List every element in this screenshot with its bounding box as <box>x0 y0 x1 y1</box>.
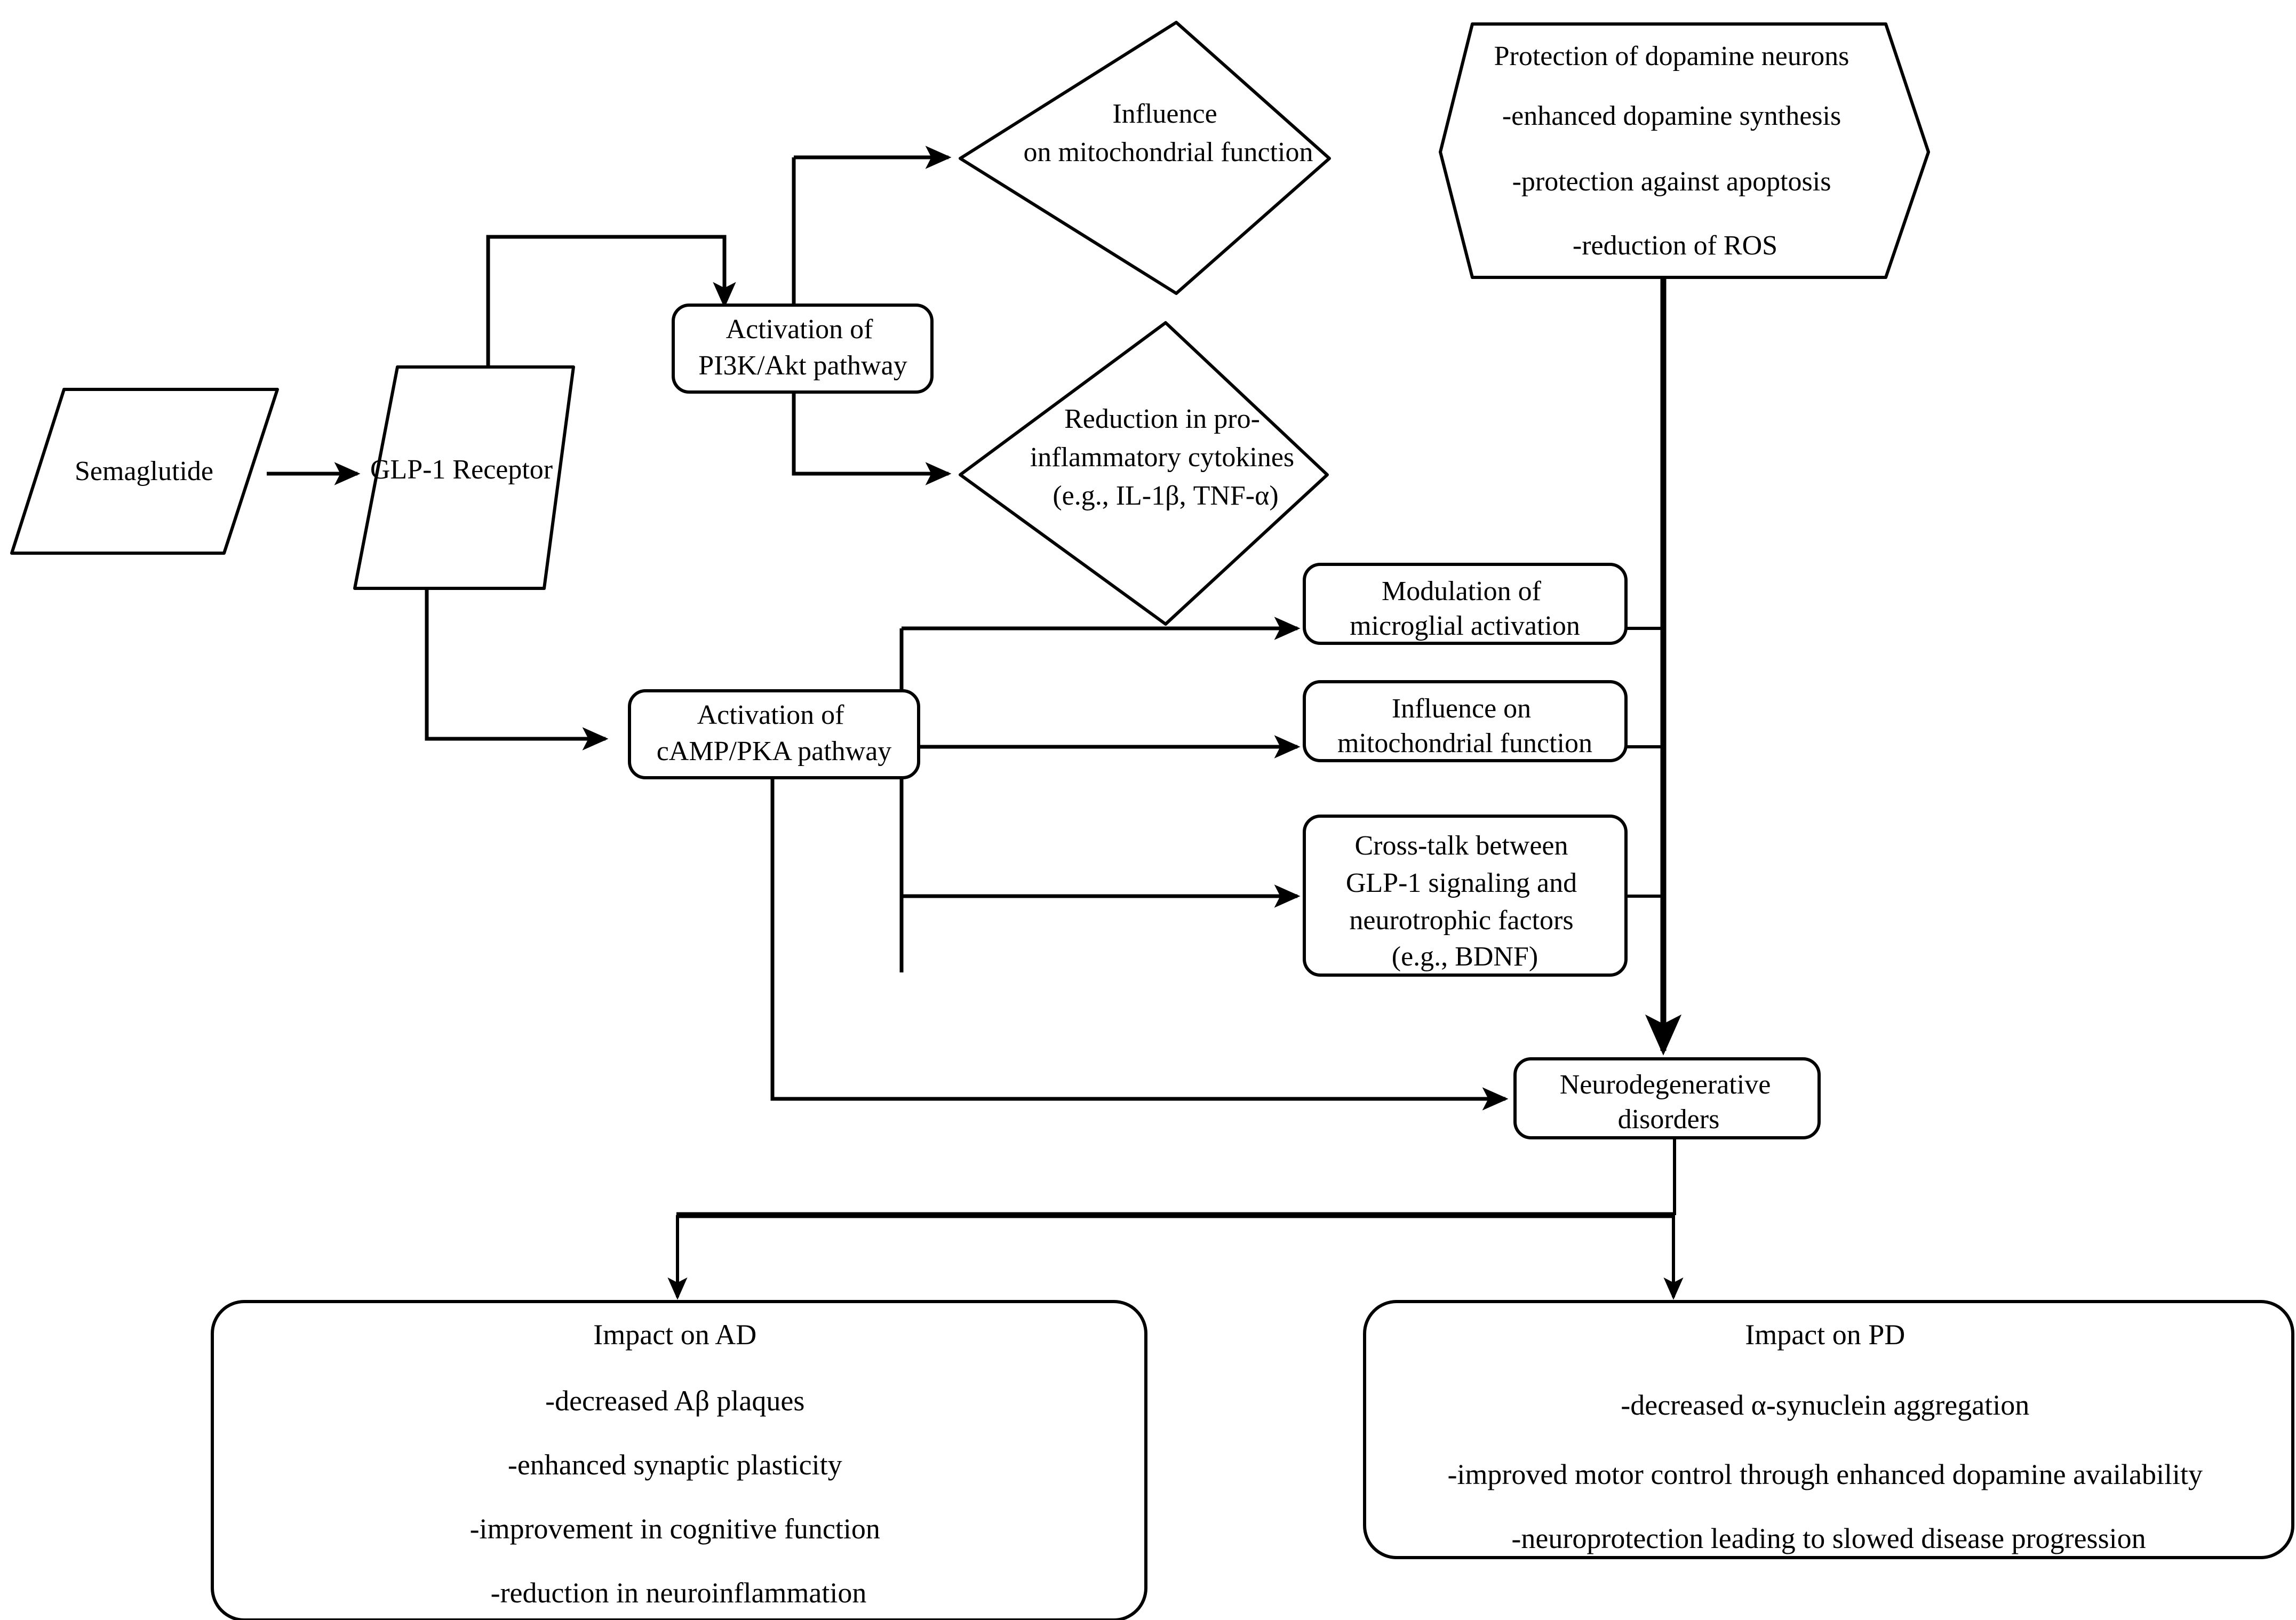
edge-camp-to-neurodegenerative <box>770 778 1509 1111</box>
node-cytokines-diamond-label: Reduction in pro- inflammatory cytokines… <box>1030 404 1301 511</box>
node-pi3k-akt-label: Activation of PI3K/Akt pathway <box>698 314 907 381</box>
node-dopamine-hexagon-label: Protection of dopamine neurons -enhanced… <box>1494 41 1856 261</box>
node-mito-box-label: Influence on mitochondrial function <box>1337 693 1592 759</box>
node-mito-diamond-shape[interactable] <box>959 21 1331 295</box>
node-impact-pd-shape[interactable] <box>1363 1300 2294 1559</box>
node-pi3k-akt-shape[interactable] <box>672 304 934 394</box>
edge-pi3k-to-cytokines-diamond <box>792 405 952 485</box>
node-semaglutide-label: Semaglutide <box>75 456 213 486</box>
node-neurodegenerative-label: Neurodegenerative disorders <box>1560 1070 1778 1135</box>
node-glp1-receptor-label: GLP-1 Receptor <box>370 454 553 485</box>
node-cytokines-diamond-shape[interactable] <box>959 321 1329 626</box>
node-dopamine-hexagon-shape[interactable] <box>1439 22 1930 279</box>
node-glp1-receptor-shape[interactable] <box>353 365 575 590</box>
node-impact-ad-shape[interactable] <box>211 1300 1147 1620</box>
node-mito-diamond-label: Influence on mitochondrial function <box>1023 99 1313 167</box>
node-impact-pd-label: Impact on PD -decreased α-synuclein aggr… <box>1447 1319 2210 1554</box>
node-mito-box-shape[interactable] <box>1303 680 1628 762</box>
node-microglial-label: Modulation of microglial activation <box>1350 576 1580 641</box>
node-crosstalk-label: Cross-talk between GLP-1 signaling and n… <box>1346 831 1584 972</box>
node-neurodegenerative-shape[interactable] <box>1513 1057 1821 1139</box>
edge-glp1-to-camp <box>425 587 609 751</box>
node-camp-pka-label: Activation of cAMP/PKA pathway <box>657 700 892 767</box>
node-impact-ad-label: Impact on AD -decreased Aβ plaques -enha… <box>470 1319 888 1609</box>
node-semaglutide-shape[interactable] <box>10 388 279 555</box>
node-camp-pka-shape[interactable] <box>628 689 920 779</box>
edge-glp1-to-pi3k <box>486 235 736 368</box>
node-crosstalk-shape[interactable] <box>1303 815 1628 977</box>
node-microglial-shape[interactable] <box>1303 563 1628 645</box>
